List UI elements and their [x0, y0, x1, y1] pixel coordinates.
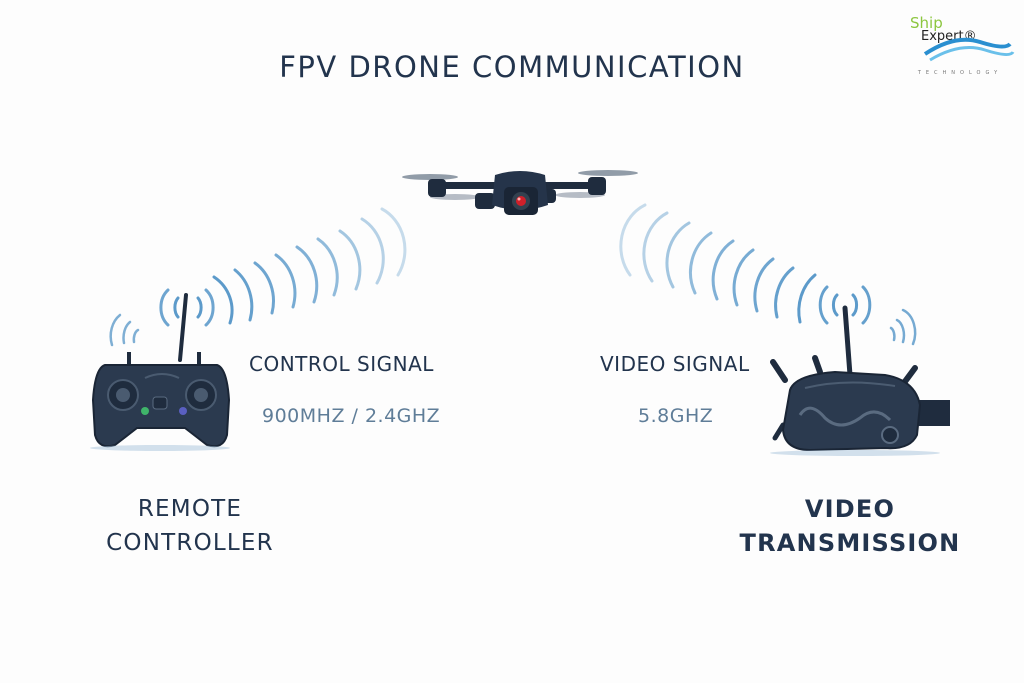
video-signal-waves-icon [619, 203, 872, 325]
goggles-small-waves-icon [889, 308, 917, 346]
video-transmission-label-line1: VIDEO [804, 495, 896, 523]
drone-icon [402, 170, 638, 215]
fpv-goggles-icon [770, 305, 950, 456]
controller-small-waves-icon [109, 313, 140, 347]
video-transmission-label-line2: TRANSMISSION [739, 529, 961, 557]
video-frequency: 5.8GHZ [638, 405, 714, 427]
logo-ship-text: Ship [910, 14, 943, 32]
logo-wave-icon [923, 37, 1015, 62]
logo-tagline: TECHNOLOGY [917, 70, 1003, 76]
remote-controller-label: REMOTE CONTROLLER [90, 492, 290, 560]
remote-controller-label-line1: REMOTE [137, 496, 243, 522]
control-frequency: 900MHZ / 2.4GHZ [262, 405, 441, 427]
ship-expert-logo: Ship Expert® TECHNOLOGY [905, 12, 1015, 76]
control-signal-waves-icon [159, 207, 407, 327]
control-signal-label: CONTROL SIGNAL [249, 352, 434, 376]
diagram-title: FPV DRONE COMMUNICATION [279, 50, 745, 84]
video-signal-label: VIDEO SIGNAL [600, 352, 750, 376]
remote-controller-label-line2: CONTROLLER [106, 530, 274, 556]
remote-controller-icon [90, 293, 231, 451]
video-transmission-label: VIDEO TRANSMISSION [730, 492, 970, 560]
